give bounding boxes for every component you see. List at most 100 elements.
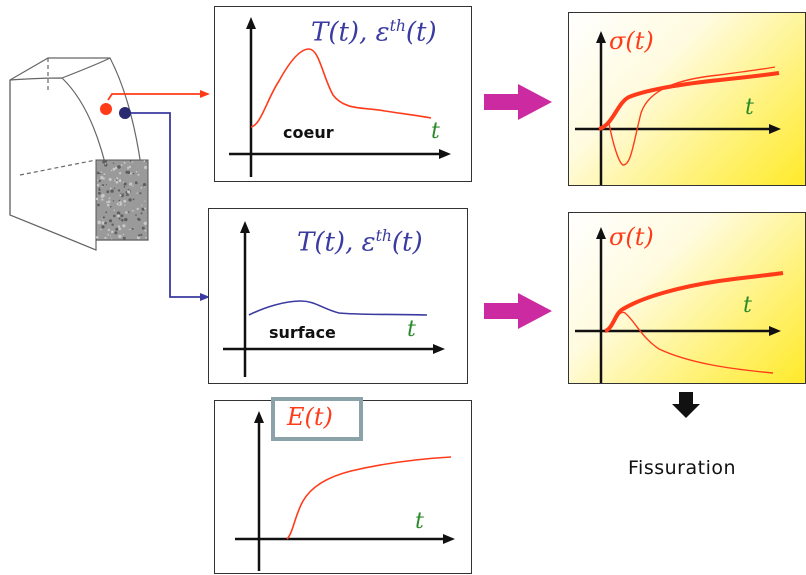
- specimen-grain-dot: [123, 161, 126, 164]
- surface-point-marker: [119, 107, 131, 119]
- core-connector: [107, 93, 200, 101]
- specimen-grain-dot: [125, 194, 128, 197]
- specimen-grain-dot: [114, 231, 118, 235]
- specimen-grain-dot: [100, 171, 102, 173]
- specimen-grain-dot: [110, 169, 113, 172]
- core-stress-panel: σ(t) t: [568, 12, 806, 186]
- core-temperature-curve: [250, 48, 432, 128]
- specimen-grain-dot: [97, 179, 99, 181]
- time-axis-label: t: [743, 293, 752, 318]
- specimen-grain-dot: [95, 236, 99, 239]
- specimen-grain-dot: [108, 219, 113, 223]
- specimen-grain-dot: [113, 209, 116, 211]
- specimen-grain-dot: [115, 227, 119, 231]
- specimen-grain-dot: [123, 186, 126, 188]
- specimen-grain-dot: [113, 214, 116, 218]
- specimen-grain-dot: [104, 163, 107, 165]
- specimen-grain-dot: [110, 205, 112, 208]
- specimen-grain-dot: [107, 228, 111, 232]
- specimen-grain: [95, 159, 148, 240]
- specimen-grain-dot: [101, 221, 106, 225]
- surface-stress-plot: [575, 227, 784, 383]
- specimen-grain-dot: [98, 187, 101, 190]
- specimen-grain-dot: [109, 235, 111, 237]
- specimen-grain-dot: [144, 207, 147, 210]
- surface-thermal-plot: [223, 221, 445, 377]
- surface-location-label: surface: [269, 323, 336, 342]
- specimen-grain-dot: [140, 187, 143, 189]
- specimen-grain-dot: [98, 191, 101, 195]
- specimen-grain-dot: [107, 203, 110, 207]
- specimen-grain-dot: [120, 214, 124, 218]
- specimen-grain-dot: [109, 187, 112, 190]
- specimen-grain-dot: [108, 178, 112, 181]
- specimen-grain-dot: [111, 230, 114, 234]
- core-stress-label: σ(t): [609, 27, 654, 55]
- specimen-grain-dot: [118, 199, 120, 202]
- specimen-grain-dot: [141, 226, 145, 230]
- specimen-grain-dot: [131, 161, 133, 163]
- specimen-grain-dot: [103, 173, 106, 176]
- specimen-grain-dot: [106, 201, 108, 204]
- core-connector-arrowhead: [200, 90, 210, 98]
- specimen-grain-dot: [140, 233, 143, 236]
- specimen-grain-dot: [145, 160, 147, 163]
- specimen-grain-dot: [144, 200, 146, 202]
- specimen-grain-dot: [117, 189, 121, 192]
- specimen-grain-dot: [122, 233, 125, 236]
- specimen-grain-dot: [141, 204, 143, 206]
- surface-thermal-label: T(t), εth(t): [297, 227, 423, 258]
- core-thermal-label: T(t), εth(t): [311, 17, 437, 48]
- specimen-grain-dot: [128, 211, 130, 213]
- specimen-grain-dot: [118, 234, 122, 239]
- core-thermal-plot: [229, 17, 451, 177]
- surface-stress-thick-curve: [604, 271, 784, 333]
- core-stress-thin-curve: [608, 66, 776, 166]
- specimen-grain-dot: [112, 162, 115, 164]
- specimen-grain-dot: [104, 236, 107, 239]
- specimen-grain-dot: [100, 176, 104, 180]
- specimen-grain-dot: [101, 198, 104, 201]
- surface-thermal-panel: T(t), εth(t) surface t: [208, 208, 468, 384]
- specimen-grain-dot: [123, 182, 127, 186]
- specimen-grain-dot: [107, 200, 111, 203]
- specimen-grain-dot: [126, 170, 131, 175]
- specimen-grain-dot: [137, 234, 141, 237]
- specimen-grain-dot: [108, 198, 111, 200]
- specimen-grain-dot: [111, 223, 114, 226]
- surface-connector-arrowhead: [200, 293, 210, 301]
- specimen-grain-dot: [136, 192, 138, 194]
- specimen-grain-dot: [127, 168, 129, 170]
- specimen-grain-dot: [140, 212, 143, 215]
- specimen-grain-dot: [137, 217, 141, 221]
- specimen-grain-dot: [121, 218, 124, 222]
- specimen-grain-dot: [124, 217, 128, 222]
- specimen-grain-dot: [113, 187, 116, 189]
- specimen-grain-dot: [105, 184, 107, 186]
- specimen-grain-dot: [101, 184, 105, 187]
- specimen-grain-dot: [135, 214, 137, 216]
- specimen-grain-dot: [144, 229, 147, 232]
- specimen-grain-dot: [139, 192, 142, 195]
- specimen-grain-dot: [124, 204, 126, 206]
- surface-stress-label: σ(t): [609, 223, 654, 251]
- specimen-grain-dot: [105, 211, 108, 214]
- magenta-right-arrow-icon: [484, 84, 552, 120]
- specimen-grain-dot: [142, 183, 147, 187]
- specimen-grain-dot: [143, 160, 146, 163]
- specimen-grain-dot: [104, 221, 107, 225]
- specimen-grain-dot: [143, 221, 147, 225]
- specimen-grain-dot: [129, 182, 133, 186]
- specimen-grain-dot: [107, 233, 110, 236]
- specimen-grain-dot: [134, 181, 138, 185]
- core-thermal-panel: T(t), εth(t) coeur t: [214, 6, 472, 182]
- core-point-marker: [100, 103, 112, 115]
- specimen-grain-dot: [131, 228, 134, 230]
- specimen-grain-dot: [117, 165, 121, 169]
- surface-stress-panel: σ(t) t: [568, 212, 806, 384]
- time-axis-label: t: [415, 509, 424, 534]
- specimen-grain-dot: [136, 236, 140, 240]
- specimen-grain-dot: [120, 192, 122, 194]
- specimen-grain-dot: [115, 180, 119, 184]
- specimen-grain-dot: [119, 194, 122, 197]
